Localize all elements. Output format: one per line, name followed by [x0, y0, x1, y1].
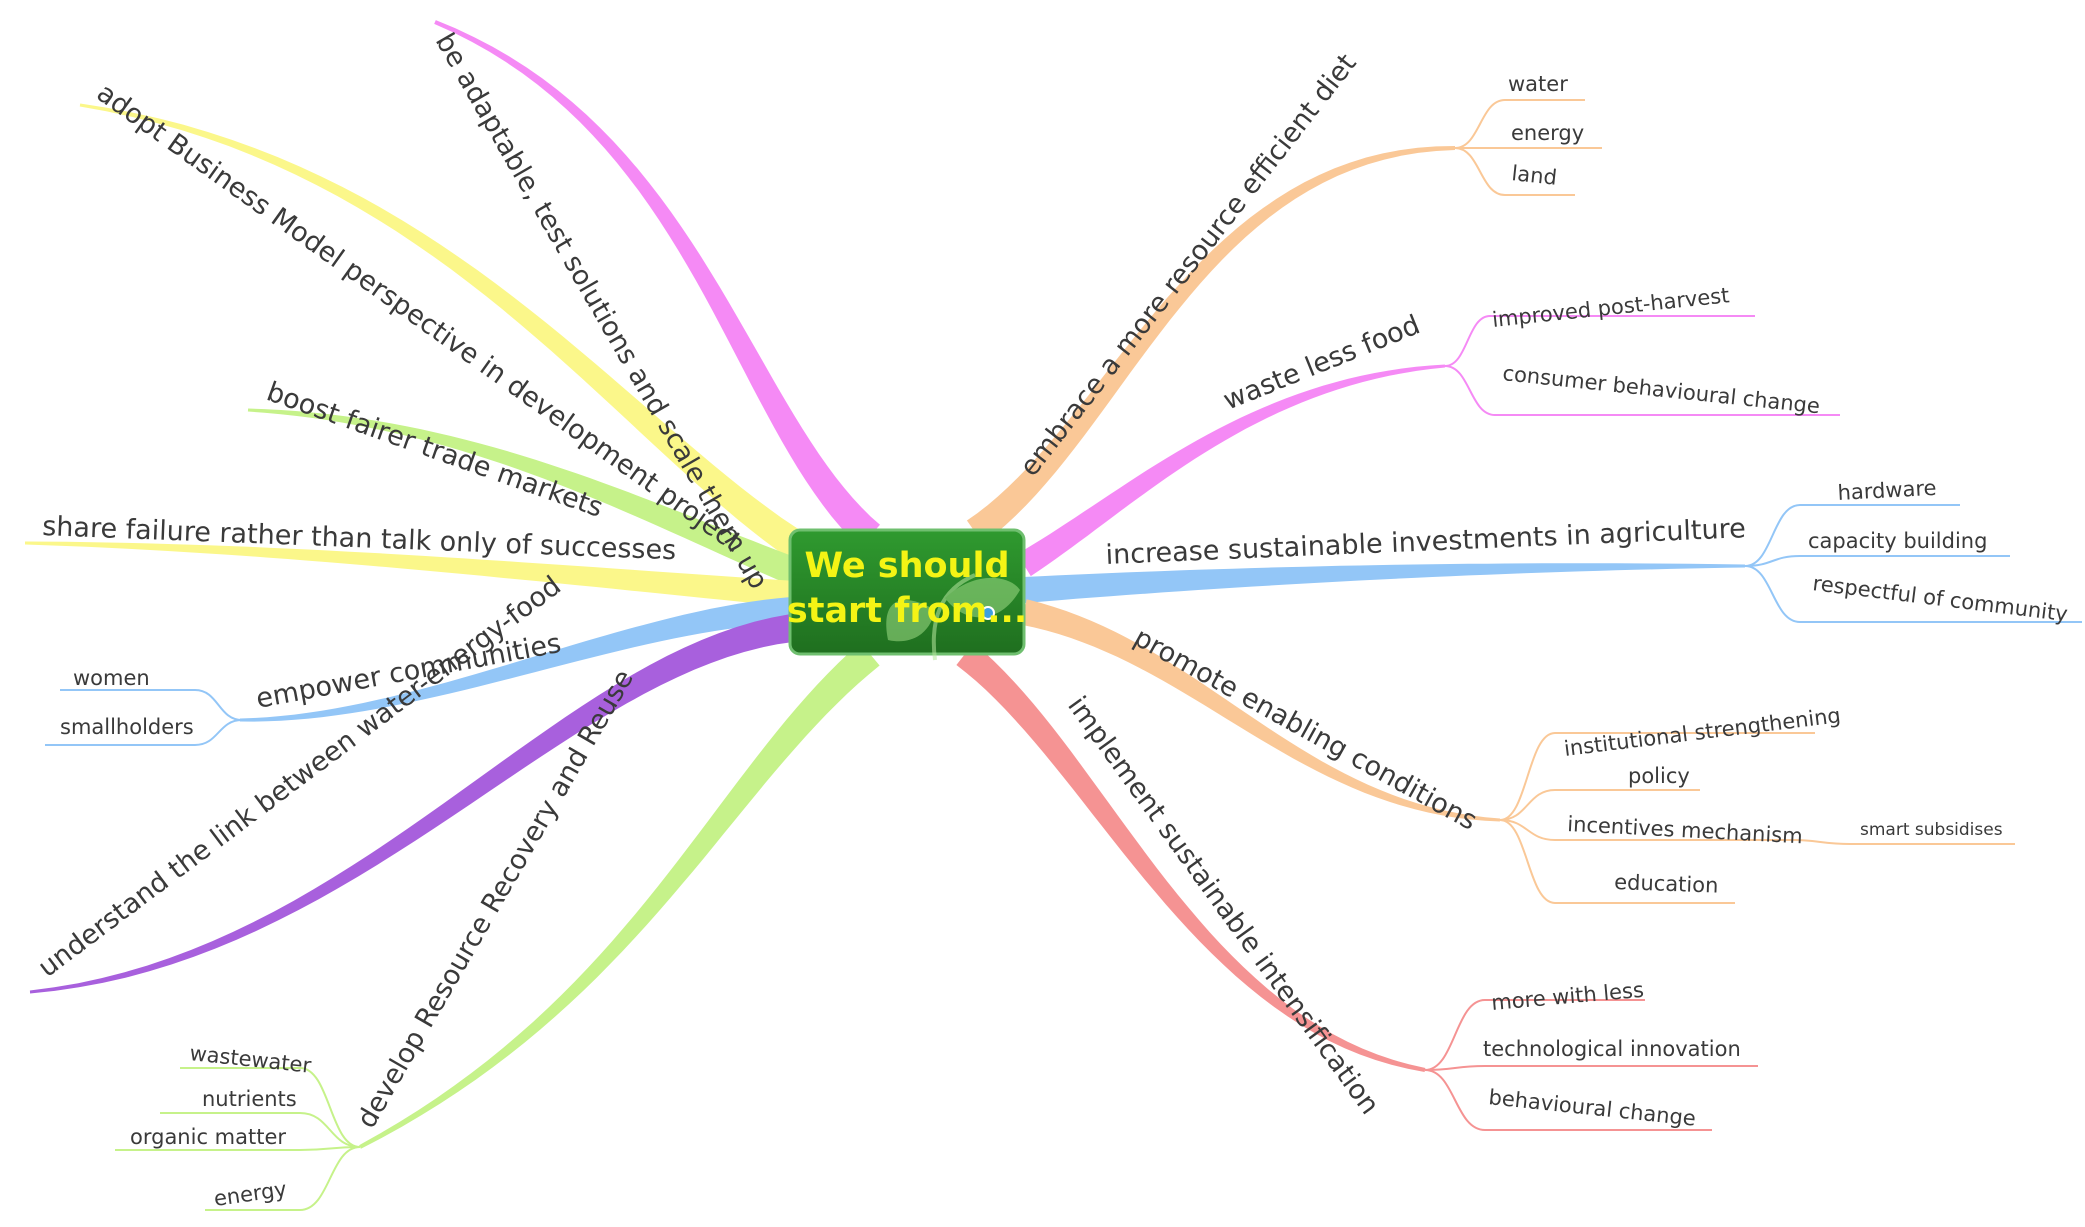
connector-resource-recovery — [359, 642, 880, 1149]
leaf-connector-policy — [1499, 789, 1700, 821]
leaf-label-capacity-building[interactable]: capacity building — [1808, 529, 1987, 553]
leaf-label-technological-innovation[interactable]: technological innovation — [1483, 1037, 1741, 1061]
leaf-label-smart-subsidises[interactable]: smart subsidises — [1860, 820, 2003, 840]
leaf-label-institutional-strengthening[interactable]: institutional strengthening — [1563, 703, 1842, 761]
leaf-connectors — [45, 99, 2082, 1211]
central-topic-line-1: We should — [804, 546, 1009, 586]
leaf-label-smallholders[interactable]: smallholders — [60, 715, 194, 739]
central-topic-line-2: start from... — [787, 591, 1027, 631]
leaf-connector-energy — [205, 1146, 361, 1211]
leaf-label-improved-post-harvest[interactable]: improved post-harvest — [1491, 283, 1730, 332]
leaf-connector-water — [1454, 99, 1585, 149]
leaf-label-education[interactable]: education — [1614, 870, 1719, 898]
leaf-connector-women — [60, 689, 243, 721]
leaf-connector-improved-post-harvest — [1444, 315, 1755, 367]
leaf-label-women[interactable]: women — [73, 666, 150, 690]
central-topic[interactable]: We should start from... — [787, 528, 1027, 661]
leaf-connector-respectful-of-community — [1744, 565, 2082, 623]
leaf-connector-land — [1454, 147, 1575, 196]
connector-sustainable-investments — [1023, 563, 1745, 603]
branch-label-waste-less-food[interactable]: waste less food — [1219, 309, 1424, 416]
connector-efficient-diet — [966, 146, 1455, 544]
leaf-connector-hardware — [1744, 504, 1960, 567]
branch-label-efficient-diet[interactable]: embrace a more resource efficient diet — [1014, 48, 1363, 482]
leaf-connector-smallholders — [45, 719, 243, 746]
branch-label-sustainable-investments[interactable]: increase sustainable investments in agri… — [1105, 513, 1746, 571]
leaf-label-water[interactable]: water — [1508, 72, 1568, 96]
leaf-connector-smart-subsidises — [1794, 839, 2015, 845]
leaf-label-respectful-of-community[interactable]: respectful of community — [1811, 571, 2069, 626]
leaf-label-land[interactable]: land — [1510, 161, 1558, 190]
leaf-connector-more-with-less — [1424, 999, 1645, 1071]
leaf-label-policy[interactable]: policy — [1628, 764, 1690, 788]
central-topic-box — [788, 528, 1026, 656]
leaf-connector-institutional-strengthening — [1499, 732, 1815, 821]
connector-waste-less-food — [1017, 364, 1446, 577]
leaf-label-wastewater[interactable]: wastewater — [188, 1041, 312, 1078]
leaf-label-nutrients[interactable]: nutrients — [202, 1087, 297, 1111]
branch-label-enabling-conditions[interactable]: promote enabling conditions — [1129, 622, 1482, 837]
leaf-label-consumer-behavioural-change[interactable]: consumer behavioural change — [1501, 361, 1821, 418]
leaf-connector-technological-innovation — [1424, 1065, 1758, 1071]
leaf-label-more-with-less[interactable]: more with less — [1490, 978, 1644, 1015]
leaf-label-energy-diet[interactable]: energy — [1511, 121, 1584, 145]
leaf-connector-nutrients — [160, 1112, 361, 1148]
leaf-connector-organic-matter — [115, 1146, 361, 1151]
leaf-connector-capacity-building — [1744, 555, 2010, 567]
leaf-label-hardware[interactable]: hardware — [1837, 476, 1937, 505]
water-drop-icon — [981, 606, 995, 620]
leaf-label-organic-matter[interactable]: organic matter — [130, 1125, 286, 1149]
leaf-connector-education — [1499, 819, 1735, 904]
connector-share-failure — [25, 541, 796, 607]
branch-connectors — [25, 20, 1745, 1149]
leaf-label-incentives-mechanism[interactable]: incentives mechanism — [1567, 812, 1804, 848]
connector-be-adaptable — [434, 20, 880, 548]
connector-water-energy-food — [29, 614, 794, 994]
leaf-connector-behavioural-change — [1424, 1069, 1712, 1131]
leaf-connector-incentives-mechanism — [1499, 819, 1795, 841]
leaf-label-behavioural-change[interactable]: behavioural change — [1487, 1085, 1697, 1131]
leaf-connector-wastewater — [180, 1067, 361, 1148]
connector-adopt-business-model — [79, 103, 809, 561]
connector-empower-communities — [240, 597, 793, 722]
branch-label-adopt-business-model[interactable]: adopt Business Model perspective in deve… — [91, 77, 747, 558]
connector-sustainable-intensification — [956, 643, 1426, 1072]
connector-enabling-conditions — [1021, 599, 1501, 822]
leaf-icon — [886, 573, 1020, 661]
leaf-connector-consumer-behavioural-change — [1444, 365, 1840, 416]
leaf-label-energy-rr[interactable]: energy — [212, 1177, 288, 1211]
